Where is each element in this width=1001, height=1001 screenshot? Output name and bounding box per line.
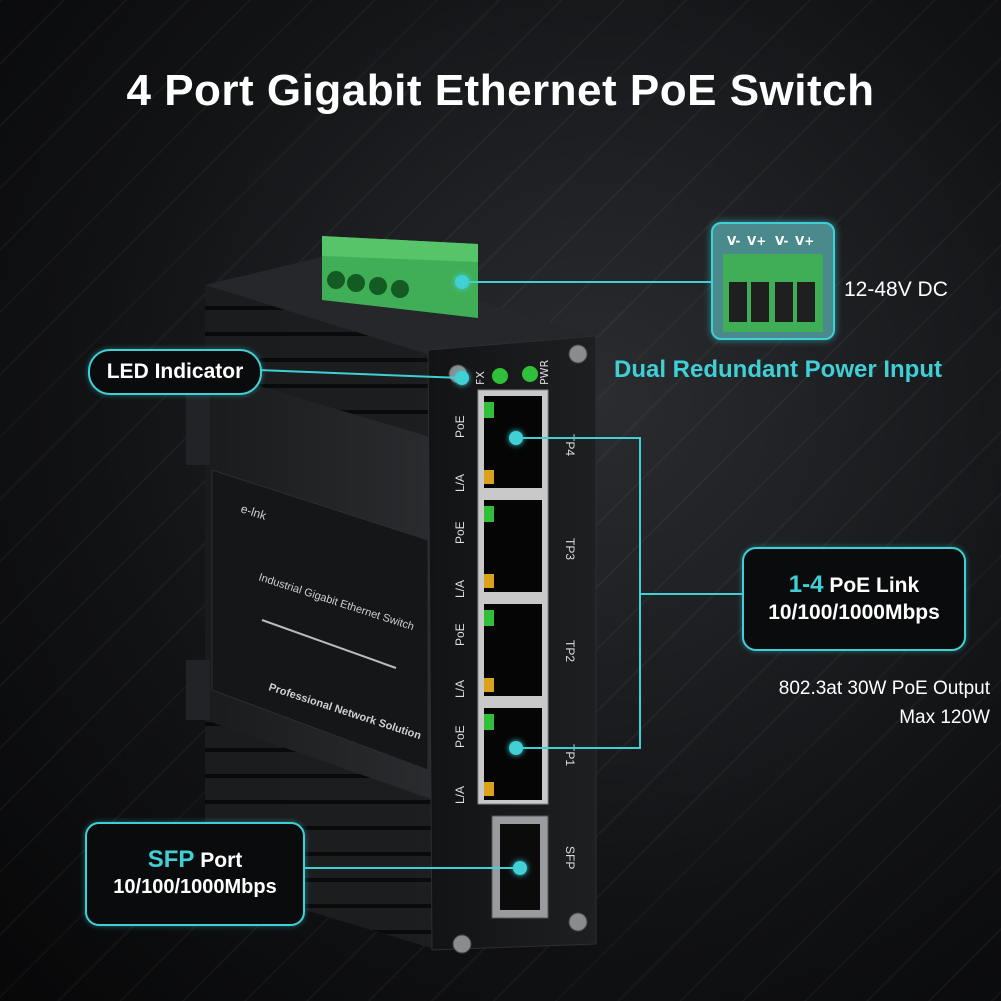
- la-label: L/A: [453, 580, 467, 598]
- la-label: L/A: [453, 474, 467, 492]
- led-indicator-callout: LED Indicator: [88, 349, 262, 395]
- poe-link-accent: 1-4: [788, 571, 824, 598]
- terminal-inset: V- V+ V- V+: [711, 222, 835, 340]
- poe-link-speed: 10/100/1000Mbps: [768, 601, 940, 624]
- sfp-port-callout: SFP Port 10/100/1000Mbps: [85, 822, 305, 926]
- poe-label: PoE: [453, 521, 467, 544]
- poe-label: PoE: [453, 725, 467, 748]
- tp4-indicator-dot: [509, 431, 523, 445]
- pwr-led: [522, 366, 538, 382]
- din-clip: [186, 660, 210, 720]
- poe-link-text: PoE Link: [829, 574, 920, 597]
- sfp-speed: 10/100/1000Mbps: [113, 876, 277, 898]
- tp1-indicator-dot: [509, 741, 523, 755]
- decor-line: [261, 619, 397, 669]
- voltage-text: 12-48V DC: [844, 278, 948, 301]
- la-label: L/A: [453, 786, 467, 804]
- power-terminal-block: [322, 236, 478, 318]
- sfp-label: SFP: [563, 846, 577, 869]
- sfp-heading: SFP Port: [87, 846, 303, 874]
- din-clip: [186, 395, 210, 465]
- tp2-label: TP2: [563, 640, 577, 662]
- label-plate: [211, 469, 429, 771]
- poe-output-note: 802.3at 30W PoE Output Max 120W: [700, 674, 990, 732]
- terminal-label: V+: [747, 234, 767, 248]
- terminal-indicator-dot: [455, 275, 469, 289]
- sfp-text: Port: [200, 849, 243, 872]
- poe-label: PoE: [453, 415, 467, 438]
- la-label: L/A: [453, 680, 467, 698]
- tp3-label: TP3: [563, 538, 577, 560]
- poe-link-callout: 1-4 PoE Link 10/100/1000Mbps: [742, 547, 966, 651]
- terminal-label: V-: [727, 234, 741, 248]
- led-indicator-dot: [455, 371, 469, 385]
- power-input-title: Dual Redundant Power Input: [614, 356, 942, 383]
- terminal-label: V-: [775, 234, 789, 248]
- tp4-label: TP4: [563, 434, 577, 456]
- callout-lines: [257, 281, 742, 869]
- page-title: 4 Port Gigabit Ethernet PoE Switch: [126, 66, 875, 115]
- poe-max-line: Max 120W: [899, 707, 990, 728]
- rj45-port-tp3: [484, 500, 542, 592]
- fx-label: FX: [474, 371, 487, 385]
- sfp-accent: SFP: [147, 846, 195, 873]
- rj45-port-tp2: [484, 604, 542, 696]
- terminal-label: V+: [795, 234, 815, 248]
- poe-label: PoE: [453, 623, 467, 646]
- tp1-label: TP1: [563, 744, 577, 766]
- fx-led: [492, 368, 508, 384]
- sfp-indicator-dot: [513, 861, 527, 875]
- rj45-port-stack: [477, 389, 549, 805]
- terminal-inset-graphic: [723, 254, 823, 332]
- poe-output-line: 802.3at 30W PoE Output: [778, 678, 990, 699]
- poe-link-heading: 1-4 PoE Link: [744, 571, 964, 599]
- pwr-label: PWR: [538, 359, 551, 385]
